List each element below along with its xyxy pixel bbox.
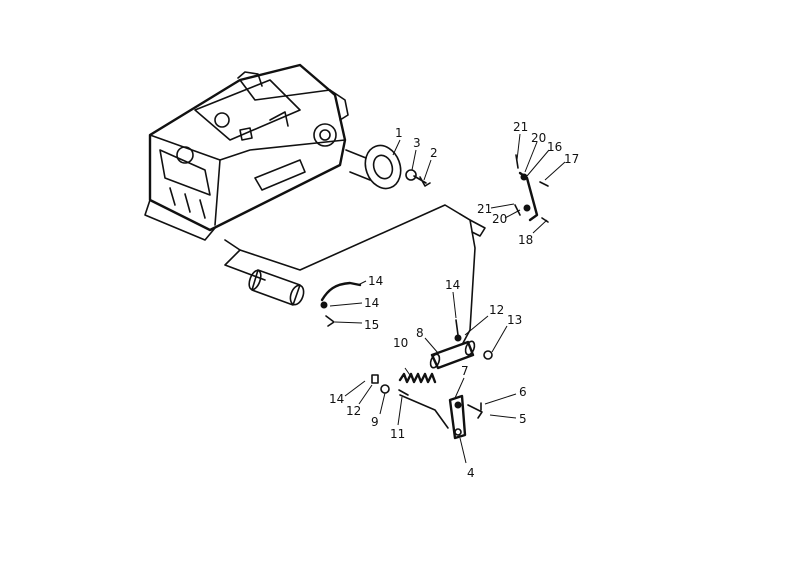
pivot-rod — [429, 319, 493, 370]
transmission-housing — [144, 63, 349, 241]
upper-bracket — [514, 154, 549, 223]
callout-20: 20 — [531, 131, 546, 145]
callout-14-top-label: 14 — [445, 278, 460, 292]
callout-19: 17 — [564, 152, 579, 166]
callout-21: 21 — [477, 202, 492, 216]
hose-clamp — [320, 301, 328, 309]
callout-8: 8 — [416, 326, 424, 340]
callout-4: 4 — [467, 466, 475, 480]
control-cable — [224, 204, 476, 344]
callout-7: 7 — [461, 364, 469, 378]
callout-11: 11 — [390, 427, 405, 441]
callout-14-lower: 14 — [329, 392, 344, 406]
cable-sheath — [224, 249, 266, 281]
lower-linkage — [371, 374, 483, 440]
washer-part — [405, 169, 417, 181]
callout-6: 6 — [519, 385, 527, 399]
callout-12-lower: 12 — [346, 404, 361, 418]
callout-2: 2 — [430, 146, 438, 160]
callout-21: 21 — [513, 120, 528, 134]
leader-lines — [329, 133, 566, 464]
callout-18: 16 — [547, 140, 562, 154]
drive-coupling — [345, 144, 402, 190]
hose-part — [320, 281, 362, 302]
callout-3: 3 — [413, 136, 421, 150]
callout-15: 14 — [368, 274, 383, 288]
callout-1: 1 — [395, 126, 403, 140]
callout-10: 10 — [393, 336, 408, 350]
callout-17: 15 — [364, 318, 379, 332]
callout-9: 9 — [371, 415, 379, 429]
callout-19: 18 — [518, 233, 533, 247]
callout-20: 20 — [492, 212, 507, 226]
spring-part — [398, 372, 437, 384]
clip-part — [325, 315, 335, 327]
callout-12-upper: 12 — [489, 303, 504, 317]
callout-13: 13 — [507, 313, 522, 327]
callout-5: 5 — [519, 412, 527, 426]
callout-16: 14 — [364, 296, 379, 310]
cylinder-assembly — [248, 269, 305, 306]
bolt-part — [413, 175, 431, 187]
cable-bracket — [459, 213, 486, 237]
